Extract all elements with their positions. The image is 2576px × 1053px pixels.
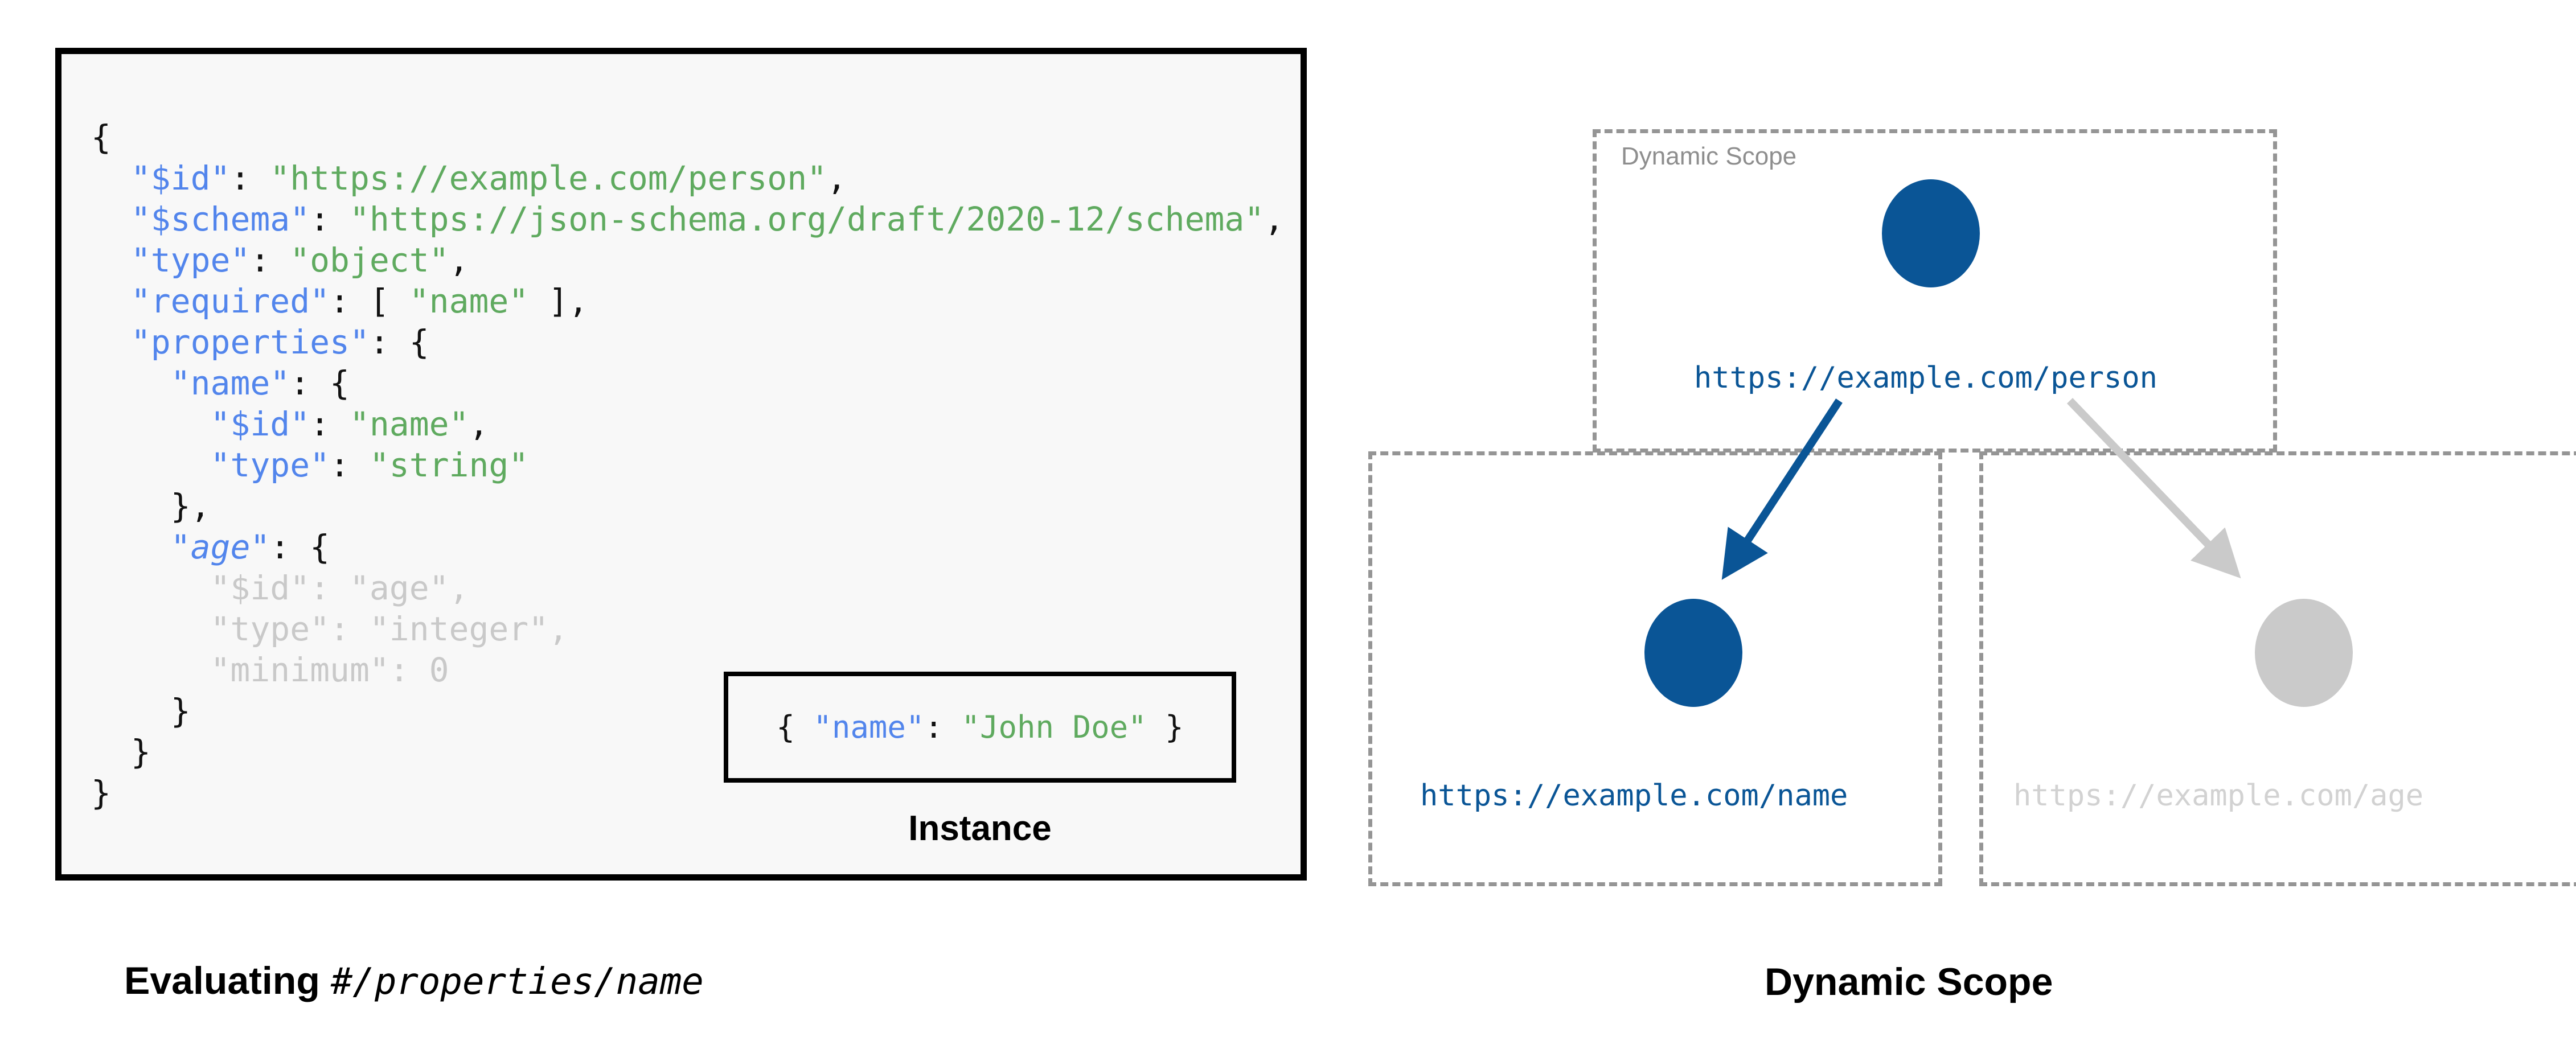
code-token: : (310, 569, 350, 607)
code-token: "https://json-schema.org/draft/2020-12/s… (349, 200, 1265, 238)
code-line: "$id": "age", (91, 569, 469, 607)
code-token: "age" (349, 569, 449, 607)
instance-code: { "name": "John Doe" } (776, 709, 1183, 745)
code-token: : [ (330, 282, 409, 320)
code-line: "$id": "name", (91, 405, 489, 443)
left-caption-prefix: Evaluating (124, 959, 331, 1002)
scope-box-name (1368, 451, 1942, 886)
code-token: { (91, 118, 111, 157)
scope-box-age (1979, 451, 2576, 886)
left-caption-pointer: #/properties/name (330, 961, 704, 1003)
code-token: "name" (349, 405, 469, 443)
instance-token: { (776, 709, 814, 745)
code-token: : (310, 405, 350, 443)
code-token: : (330, 610, 370, 648)
code-token: "type" (210, 446, 330, 484)
code-token: , (469, 405, 489, 443)
code-token: 0 (429, 651, 449, 689)
node-label-person: https://example.com/person (1694, 361, 2157, 395)
code-token: "age" (170, 528, 270, 566)
code-token: : { (290, 364, 350, 402)
code-token: "https://example.com/person" (270, 159, 827, 198)
instance-token: } (1146, 709, 1184, 745)
code-token: : (389, 651, 429, 689)
code-token: "minimum" (210, 651, 389, 689)
code-token: : (250, 241, 290, 279)
scope-root-label: Dynamic Scope (1621, 142, 1797, 170)
code-token: "integer" (369, 610, 549, 648)
schema-code-block: { "$id": "https://example.com/person", "… (91, 117, 1284, 813)
instance-token: "name" (813, 709, 925, 745)
code-token: : { (270, 528, 330, 566)
code-token: "string" (369, 446, 529, 484)
code-token: , (1264, 200, 1285, 238)
code-token: } (170, 692, 191, 730)
code-token: "object" (290, 241, 449, 279)
code-token: "name" (409, 282, 529, 320)
code-token: : { (369, 323, 429, 361)
code-token: } (130, 733, 151, 771)
code-token: "$id" (130, 159, 231, 198)
schema-code-panel: { "$id": "https://example.com/person", "… (55, 48, 1307, 881)
left-caption: Evaluating #/properties/name (124, 959, 704, 1003)
code-line: "type": "string" (91, 446, 529, 484)
code-token: } (91, 774, 111, 812)
code-token: : (330, 446, 370, 484)
code-token: "$id" (210, 405, 310, 443)
code-line: "type": "integer", (91, 610, 569, 648)
instance-token: "John Doe" (961, 709, 1147, 745)
node-circle-person (1882, 179, 1980, 287)
node-label-name: https://example.com/name (1420, 779, 1848, 813)
instance-token: : (924, 709, 962, 745)
code-line: } (91, 692, 191, 730)
code-line: "$id": "https://example.com/person", (91, 159, 847, 198)
code-token: , (449, 241, 469, 279)
node-circle-age (2255, 599, 2353, 707)
node-circle-name (1644, 599, 1742, 707)
code-token: "required" (130, 282, 330, 320)
code-token: , (548, 610, 569, 648)
code-line: "minimum": 0 (91, 651, 449, 689)
code-line: }, (91, 487, 211, 525)
code-line: "age": { (91, 528, 330, 566)
code-line: "properties": { (91, 323, 429, 361)
right-caption: Dynamic Scope (1765, 960, 2053, 1003)
code-token: "name" (170, 364, 290, 402)
code-token: }, (170, 487, 211, 525)
node-label-age: https://example.com/age (2013, 779, 2424, 813)
code-token: : (230, 159, 270, 198)
code-line: { (91, 118, 111, 157)
code-line: "type": "object", (91, 241, 469, 279)
code-line: } (91, 774, 111, 812)
code-token: , (827, 159, 847, 198)
code-line: } (91, 733, 151, 771)
instance-box: { "name": "John Doe" } (724, 672, 1236, 783)
code-token: "$id" (210, 569, 310, 607)
code-token: , (449, 569, 469, 607)
code-token: "type" (210, 610, 330, 648)
code-token: ], (528, 282, 589, 320)
code-token: "properties" (130, 323, 370, 361)
code-line: "$schema": "https://json-schema.org/draf… (91, 200, 1284, 238)
code-line: "name": { (91, 364, 350, 402)
code-token: "$schema" (130, 200, 310, 238)
scope-box-root (1593, 129, 2277, 453)
code-line: "required": [ "name" ], (91, 282, 588, 320)
code-token: : (310, 200, 350, 238)
instance-caption: Instance (908, 809, 1052, 848)
code-token: "type" (130, 241, 251, 279)
